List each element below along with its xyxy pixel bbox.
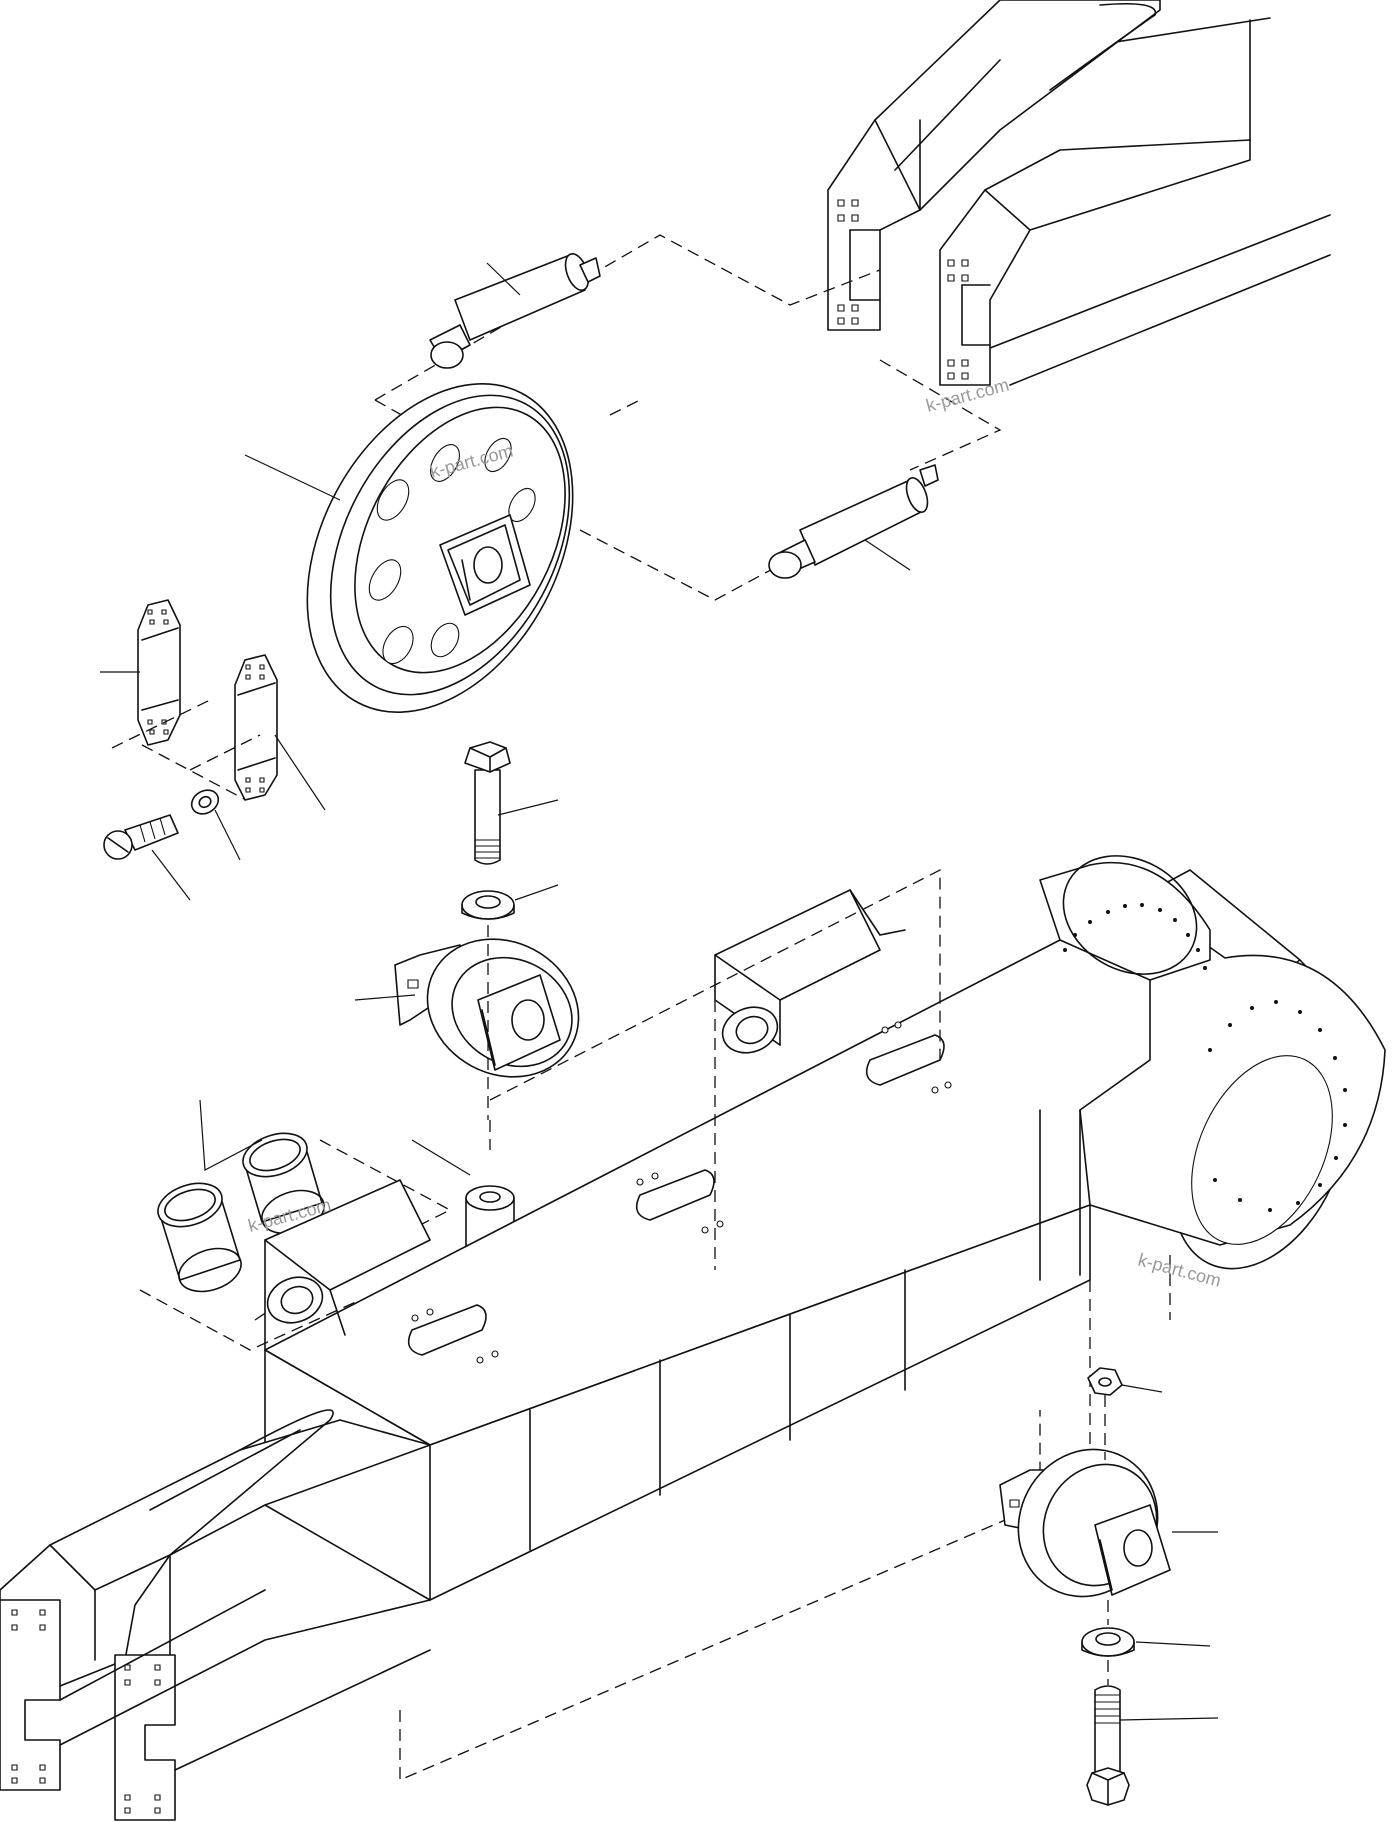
idler-shaft-lower bbox=[769, 465, 938, 578]
track-roller-washer bbox=[1082, 1628, 1134, 1656]
guard-plate-left bbox=[138, 600, 180, 745]
carrier-roller-bolt bbox=[465, 742, 510, 864]
guard-washer bbox=[187, 785, 222, 818]
track-roller-nut bbox=[1088, 1368, 1122, 1395]
track-frame-front-section bbox=[828, 0, 1330, 385]
callout-leader-lines bbox=[100, 263, 1218, 1720]
track-roller bbox=[993, 1425, 1184, 1621]
guard-bolt bbox=[104, 815, 178, 859]
bushing-front bbox=[152, 1176, 246, 1299]
track-roller-guide-line bbox=[1105, 1395, 1108, 1685]
idler-shaft-upper bbox=[430, 251, 600, 368]
bushing-rear bbox=[237, 1126, 329, 1241]
assembly-guide-lines-frame bbox=[400, 870, 1170, 1780]
carrier-roller bbox=[395, 913, 603, 1103]
guard-plate-guide-lines bbox=[112, 700, 260, 800]
track-roller-bolt bbox=[1087, 1686, 1129, 1805]
idler-wheel bbox=[254, 338, 627, 758]
carrier-roller-washer bbox=[462, 891, 514, 919]
guard-plate-right bbox=[235, 655, 277, 800]
track-frame-main-body bbox=[0, 832, 1385, 1820]
